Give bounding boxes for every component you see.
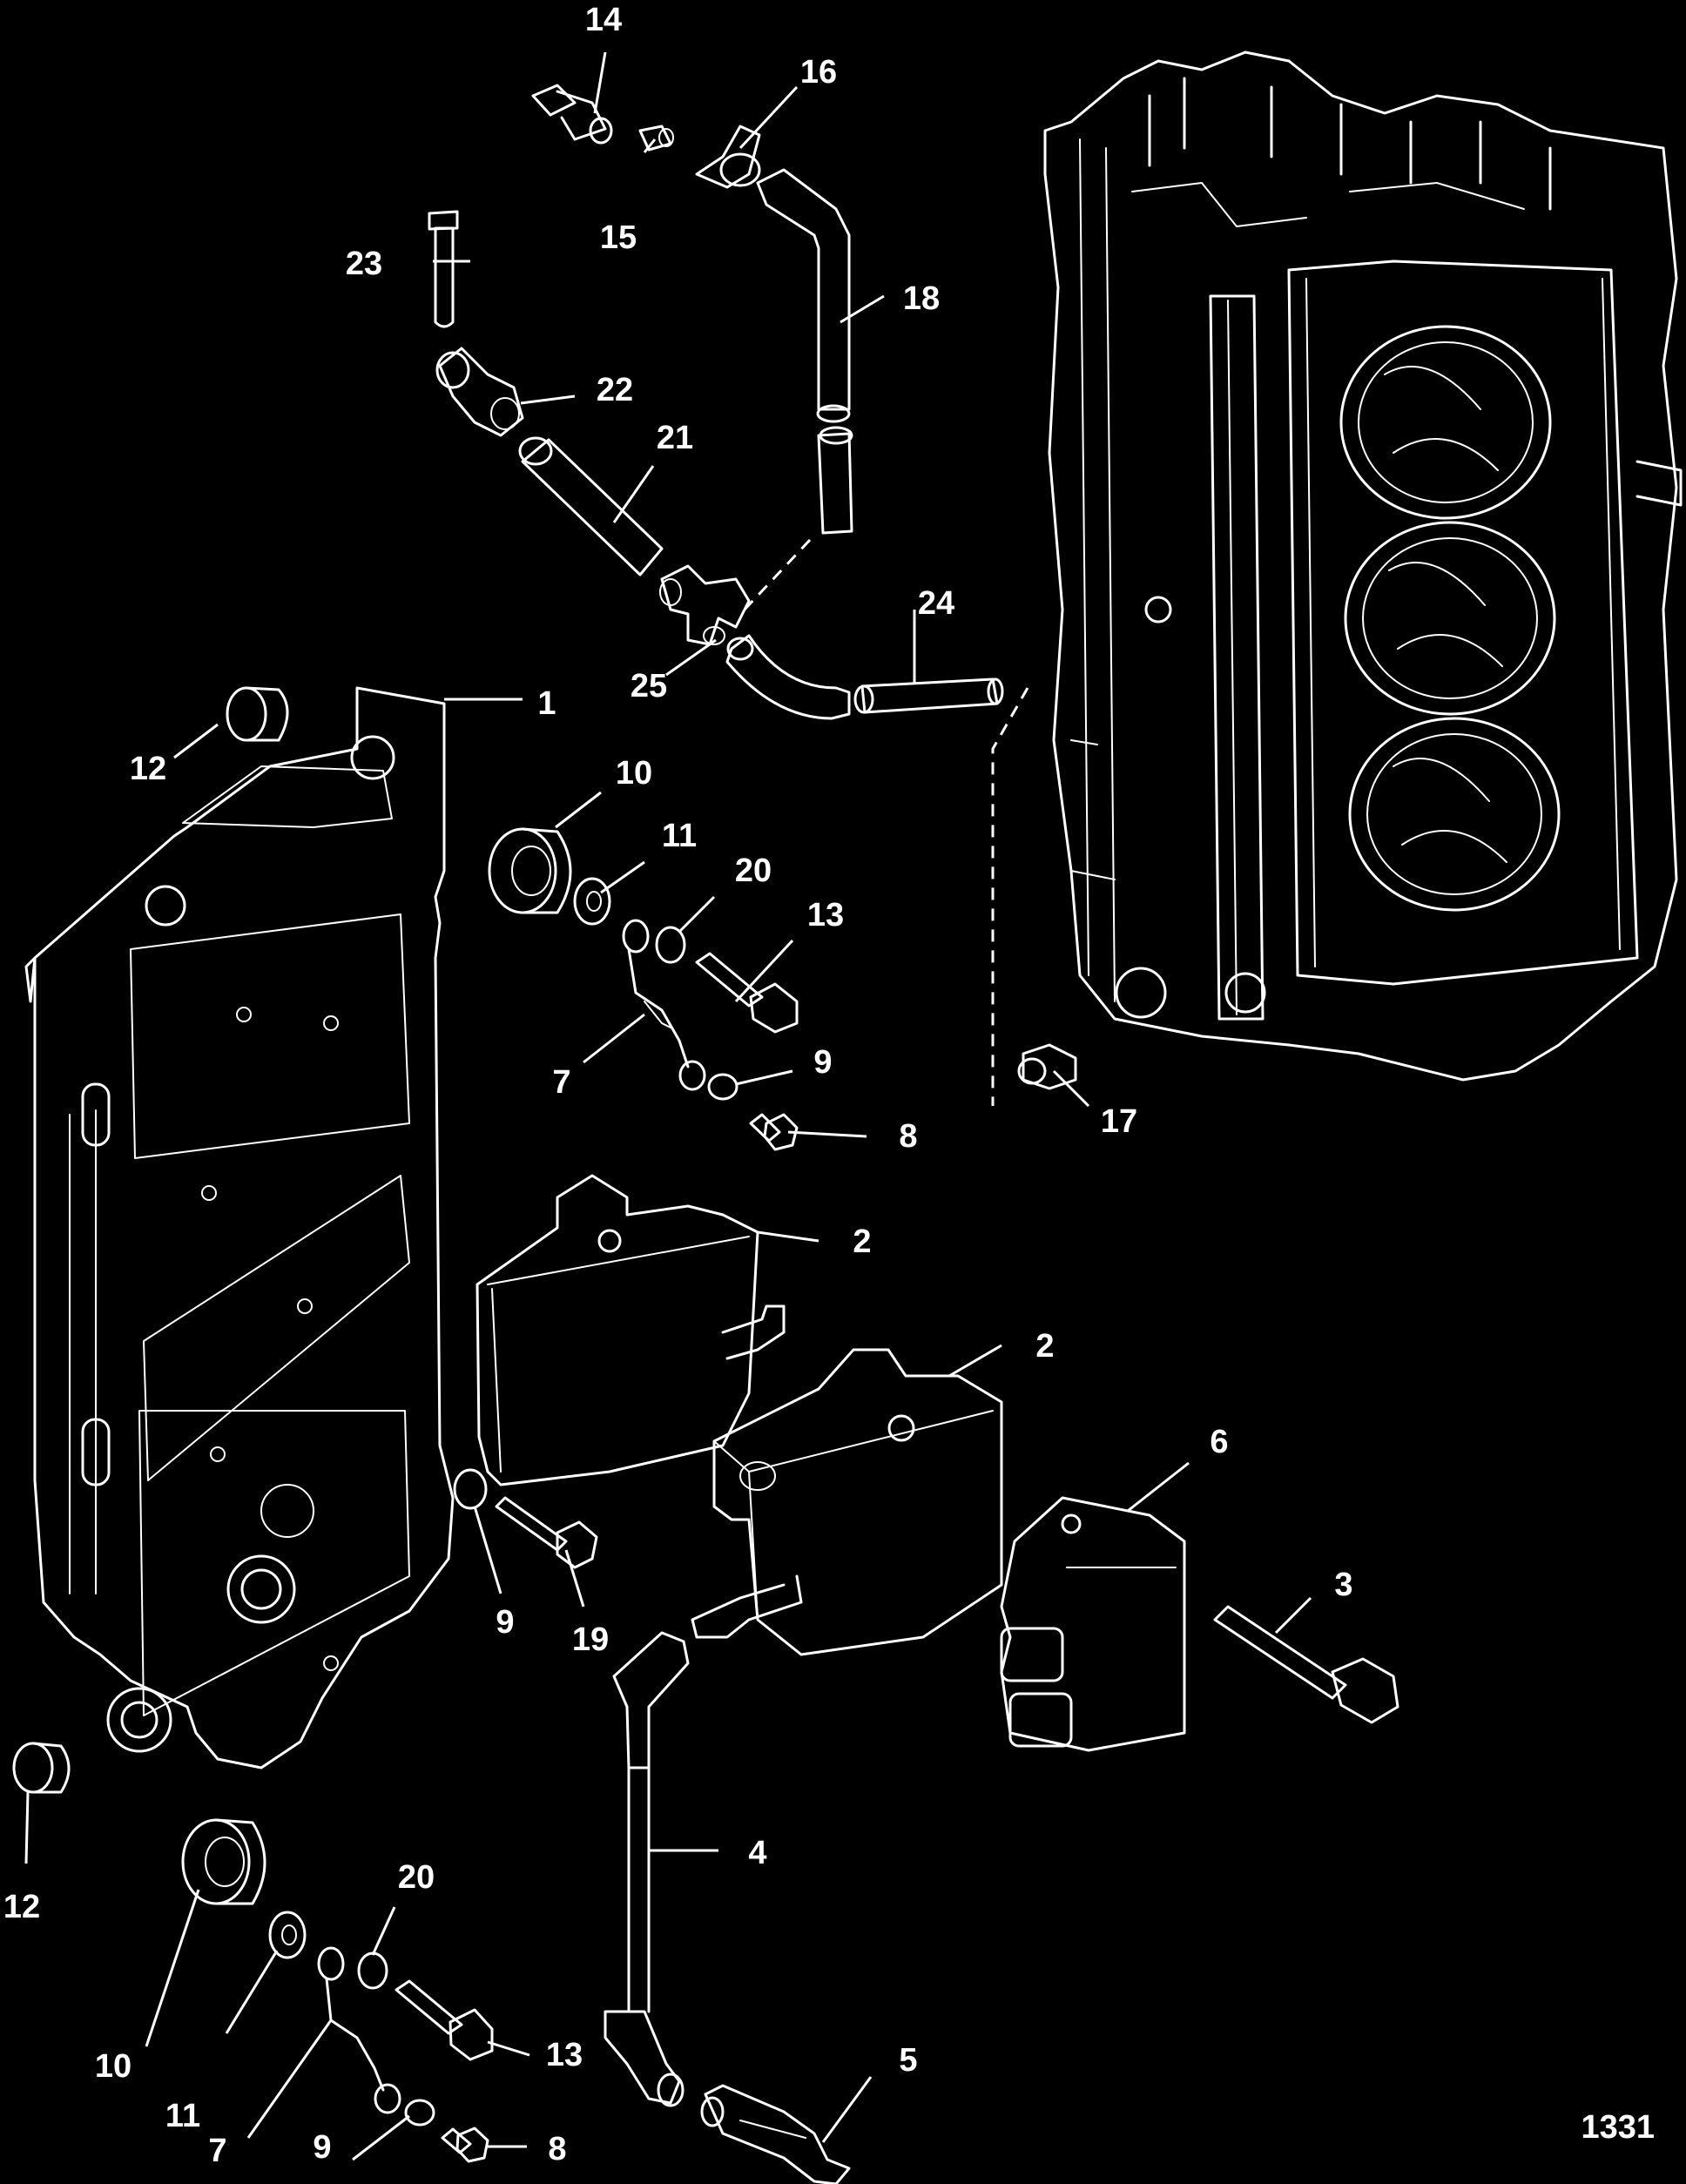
callout-20-bottom: 20 xyxy=(398,1859,435,1896)
leader-lines xyxy=(24,51,1312,2161)
bolt-13-top xyxy=(695,952,799,1034)
callout-7-bottom: 7 xyxy=(208,2133,226,2169)
grommet-12-top xyxy=(226,686,289,742)
callout-25: 25 xyxy=(631,668,667,704)
callout-16: 16 xyxy=(800,54,837,91)
callout-24: 24 xyxy=(918,585,954,622)
ground-wire-7-top xyxy=(622,919,706,1091)
callout-18: 18 xyxy=(903,280,940,317)
hose-24 xyxy=(725,634,1004,720)
spark-plug-lead-4 xyxy=(604,1631,690,2107)
callout-19: 19 xyxy=(572,1621,609,1658)
pin-23 xyxy=(428,210,459,328)
ground-wire-7-bottom xyxy=(317,1946,401,2114)
washer-20-bottom xyxy=(357,1951,388,1990)
bolt-3 xyxy=(1213,1605,1399,1724)
callout-12-bottom: 12 xyxy=(3,1889,40,1925)
bolt-19 xyxy=(495,1496,598,1569)
callout-11-top: 11 xyxy=(662,818,697,854)
callout-12-top: 12 xyxy=(130,751,166,787)
grommet-12-bottom xyxy=(12,1742,71,1794)
fitting-15 xyxy=(638,125,674,152)
callout-8-bottom: 8 xyxy=(548,2131,566,2167)
washer-9-top xyxy=(707,1073,738,1101)
washer-11-top xyxy=(573,877,611,926)
callout-21: 21 xyxy=(657,420,693,456)
ignition-coil-2-upper xyxy=(475,1174,786,1486)
callout-1: 1 xyxy=(537,685,556,722)
callout-8-top: 8 xyxy=(899,1118,917,1155)
spark-plug-5 xyxy=(700,2084,851,2184)
engine-block xyxy=(1043,51,1683,1082)
callout-13-bottom: 13 xyxy=(546,2037,583,2073)
callout-9-bottom: 9 xyxy=(313,2129,331,2166)
washer-9-mid xyxy=(453,1468,488,1510)
tee-25 xyxy=(659,564,751,646)
callout-11-bottom: 11 xyxy=(165,2098,200,2134)
fitting-14 xyxy=(531,84,613,145)
callout-4: 4 xyxy=(748,1835,766,1871)
figure-number: 1331 xyxy=(1581,2109,1655,2146)
bolt-8-bottom xyxy=(441,2127,489,2163)
dashed-route-24-17 xyxy=(991,687,1029,1106)
callout-9-mid: 9 xyxy=(496,1604,514,1641)
washer-20-top xyxy=(655,926,686,964)
callout-14: 14 xyxy=(585,2,622,38)
callout-23: 23 xyxy=(346,246,382,282)
fitting-17 xyxy=(1017,1043,1077,1090)
module-6 xyxy=(1000,1496,1186,1752)
hose-21 xyxy=(518,436,664,576)
bolt-8-top xyxy=(749,1113,799,1151)
callout-13-top: 13 xyxy=(807,897,844,934)
callout-2-lower: 2 xyxy=(1035,1328,1054,1365)
callout-5: 5 xyxy=(899,2042,917,2079)
callout-17: 17 xyxy=(1101,1103,1137,1140)
ignition-coil-2-lower xyxy=(691,1348,1003,1656)
callout-3: 3 xyxy=(1334,1567,1352,1603)
callouts: 14 15 16 18 23 22 21 24 25 17 1 12 10 11… xyxy=(3,2,1353,2169)
dashed-route-18-25 xyxy=(743,538,812,611)
washer-9-bottom xyxy=(404,2099,435,2127)
clamp-16 xyxy=(695,125,761,189)
mounting-plate xyxy=(24,686,455,1769)
callout-10-top: 10 xyxy=(616,755,652,792)
callout-20-top: 20 xyxy=(735,853,772,889)
callout-22: 22 xyxy=(597,372,633,408)
grommet-10-top xyxy=(488,827,572,914)
hose-18 xyxy=(756,168,853,535)
callout-10-bottom: 10 xyxy=(95,2048,132,2085)
connector-22 xyxy=(435,347,524,437)
callout-2-upper: 2 xyxy=(853,1223,871,1260)
callout-7-top: 7 xyxy=(552,1064,570,1101)
callout-15: 15 xyxy=(600,219,637,256)
bolt-13-bottom xyxy=(395,1979,494,2061)
washer-11-bottom xyxy=(268,1911,307,1959)
grommet-10-bottom xyxy=(181,1818,266,1905)
callout-6: 6 xyxy=(1210,1424,1228,1460)
callout-9-top: 9 xyxy=(813,1044,832,1081)
